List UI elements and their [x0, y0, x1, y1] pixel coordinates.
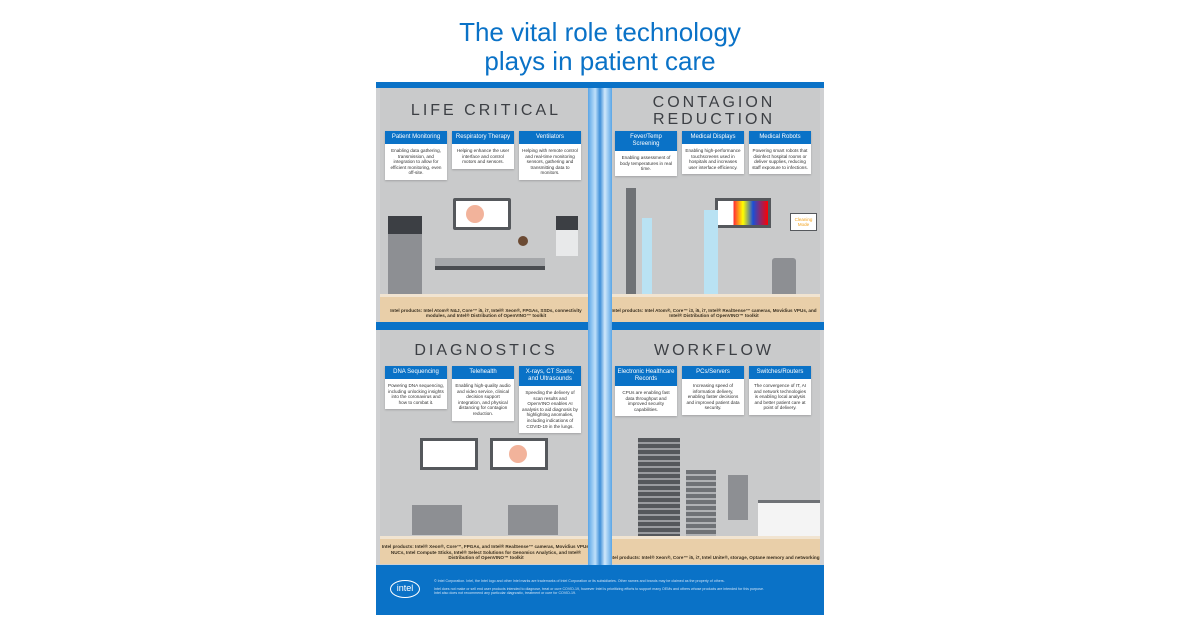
products-note: Intel products: Intel Atom®, Core™ i3, i…: [611, 307, 817, 319]
section-title: LIFE CRITICAL: [410, 102, 562, 119]
section-title: DIAGNOSTICS: [414, 342, 558, 359]
reception-desk-illustration: [758, 500, 820, 536]
section-title: WORKFLOW: [654, 342, 774, 359]
products-note: Intel products: Intel Atom® N&J, Core™ i…: [390, 307, 582, 319]
curtain-illustration: [588, 88, 612, 565]
products-note: Intel products: Intel® Xeon®, Core™, FPG…: [381, 544, 591, 561]
telehealth-desk-illustration: [508, 505, 558, 535]
cleaning-mode-sign: Cleaning Mode: [790, 213, 817, 231]
heatmap-display-illustration: [715, 198, 771, 228]
hospital-bed-illustration: [435, 258, 545, 270]
server-rack-illustration: [686, 470, 716, 536]
staff-illustration: [642, 218, 652, 303]
products-note: Intel products: Intel® Xeon®, Core™ i5, …: [608, 555, 820, 561]
footer: intel © Intel Corporation. Intel, the In…: [376, 565, 824, 615]
intel-logo: intel: [390, 580, 420, 598]
server-rack-illustration: [638, 438, 680, 536]
legal-text: © Intel Corporation. Intel, the Intel lo…: [434, 579, 764, 596]
patient-illustration: [518, 236, 528, 246]
doctor-illustration: [704, 210, 718, 305]
ventilator-illustration: [556, 216, 578, 256]
lab-desk-illustration: [412, 505, 462, 535]
dna-display-illustration: [420, 438, 478, 470]
temperature-scanner-illustration: [626, 188, 636, 308]
lung-display-illustration: [453, 198, 511, 230]
page-title: The vital role technology plays in patie…: [459, 17, 741, 76]
lung-scan-display-illustration: [490, 438, 548, 470]
top-bar: [376, 82, 824, 88]
robot-illustration: [772, 258, 796, 298]
kiosk-illustration: [728, 475, 748, 520]
monitor-cart-illustration: [388, 216, 422, 294]
